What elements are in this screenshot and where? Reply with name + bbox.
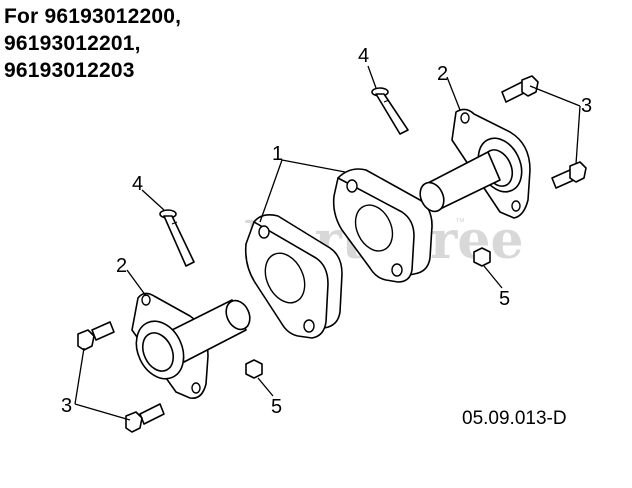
callout-2-lower: 2 <box>116 255 127 277</box>
title-line-1: For 96193012200, <box>4 5 182 28</box>
title-line-2: 96193012201, <box>4 32 141 55</box>
hex-bolt-lower-1-icon[interactable] <box>77 321 115 351</box>
callout-3-lower: 3 <box>61 395 72 417</box>
callout-3-upper: 3 <box>581 95 592 117</box>
figure-code: 05.09.013-D <box>462 408 567 429</box>
bearing-housing-lower-icon[interactable] <box>127 292 254 400</box>
flange-plate-front-icon[interactable] <box>244 214 343 339</box>
pin-lower-icon[interactable] <box>159 209 195 267</box>
leader-lines <box>74 65 581 421</box>
title-block: For 96193012200, 96193012201, 9619301220… <box>4 3 264 84</box>
callout-5-right: 5 <box>499 288 510 310</box>
hex-bolt-lower-2-icon[interactable] <box>125 403 165 433</box>
callout-labels: 1 2 2 3 3 4 4 5 5 <box>61 45 592 418</box>
callout-2-upper: 2 <box>437 63 448 85</box>
pin-upper-icon[interactable] <box>371 87 409 135</box>
hex-bolt-upper-2-icon[interactable] <box>551 161 587 189</box>
callout-1: 1 <box>272 143 283 165</box>
callout-4-lower: 4 <box>132 173 143 195</box>
hex-nut-right-icon[interactable] <box>473 247 491 267</box>
bearing-housing-upper-icon[interactable] <box>416 108 531 219</box>
hex-bolt-upper-1-icon[interactable] <box>501 75 539 103</box>
callout-5-left: 5 <box>271 396 282 418</box>
watermark-trademark: ™ <box>455 217 465 228</box>
callout-4-upper: 4 <box>358 45 369 67</box>
title-line-3: 96193012203 <box>4 59 135 82</box>
flange-plate-rear-icon[interactable] <box>332 168 433 283</box>
hex-nut-left-icon[interactable] <box>245 359 263 379</box>
